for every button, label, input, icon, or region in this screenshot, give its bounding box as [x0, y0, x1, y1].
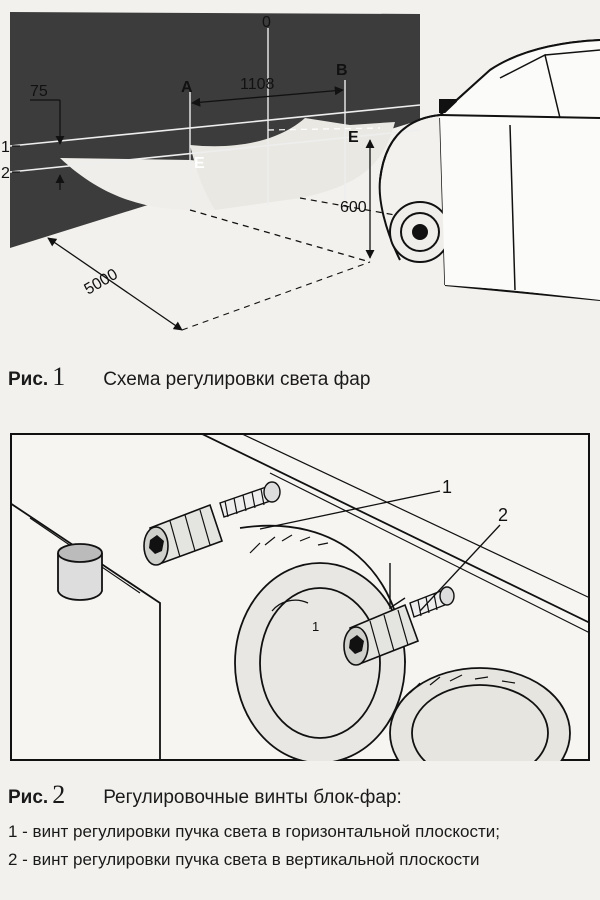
label-b: B: [336, 62, 348, 79]
dimension-ab: [191, 86, 344, 107]
adjustment-screw-1: [143, 481, 281, 566]
reference-line-1: [9, 104, 421, 147]
label-dim-ab: 1108: [240, 76, 275, 93]
caption-2-number: 2: [52, 780, 66, 809]
label-dim-75: 75: [30, 83, 48, 100]
label-e-left: E: [194, 155, 205, 172]
callout-1-leader: [259, 490, 441, 530]
legend-item-2: 2 - винт регулировки пучка света в верти…: [8, 850, 480, 869]
adjustment-screw-2: [343, 586, 455, 666]
beam-pattern-right: [190, 118, 395, 210]
callout-2-leader: [419, 524, 501, 612]
label-dim-5000: 5000: [82, 266, 121, 299]
legend-item-1: 1 - винт регулировки пучка света в гориз…: [8, 822, 500, 841]
reference-line-2: [9, 129, 421, 173]
dimension-5000: [47, 237, 183, 331]
callout-1: 1: [442, 477, 452, 497]
callout-2: 2: [498, 505, 508, 525]
caption-1-text: Схема регулировки света фар: [103, 369, 371, 390]
label-e-right: E: [348, 129, 359, 146]
figure-1-caption: Рис.1 Схема регулировки света фар: [8, 362, 370, 392]
headlight-adjustment-screws-drawing: 1 2 1: [10, 433, 590, 761]
label-line-2: 2: [1, 165, 10, 182]
caption-1-number: 1: [52, 362, 66, 391]
figure-2-caption: Рис.2 Регулировочные винты блок-фар:: [8, 780, 402, 810]
caption-1-prefix: Рис.: [8, 369, 49, 390]
label-a: A: [181, 79, 193, 96]
caption-2-text: Регулировочные винты блок-фар:: [103, 787, 402, 808]
label-line-1: 1: [1, 139, 10, 156]
caption-2-prefix: Рис.: [8, 787, 49, 808]
label-dim-600: 600: [340, 199, 367, 216]
adjustment-arc: [271, 599, 309, 612]
label-zero: 0: [262, 14, 271, 31]
floor-projection-line: [189, 209, 371, 263]
headlight-alignment-diagram: 0 A B 1108 E E 75 600 5000 1 2: [1, 12, 600, 331]
adjust-mark: 1: [312, 619, 319, 634]
